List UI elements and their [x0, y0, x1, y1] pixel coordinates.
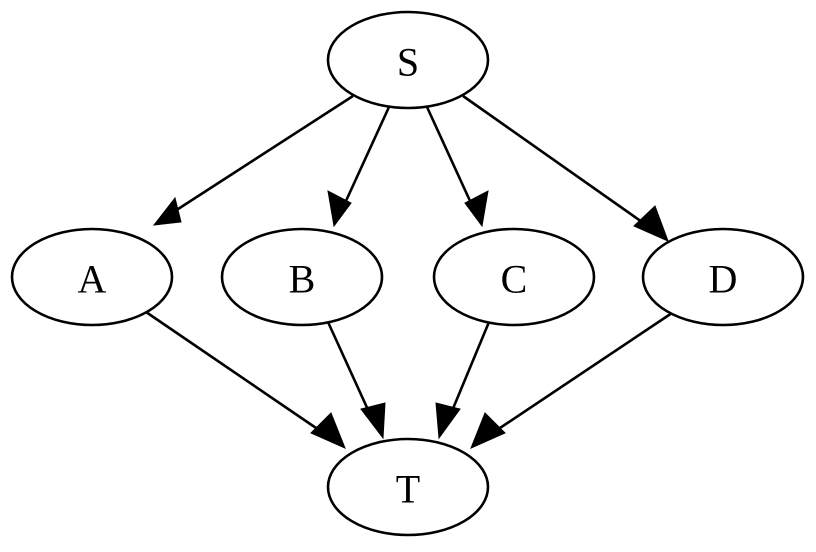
node-d-label: D — [709, 257, 738, 302]
edge-s-to-c[interactable] — [425, 106, 489, 228]
edge-s-to-b-arrowhead — [327, 190, 352, 228]
node-t[interactable]: T — [326, 437, 490, 537]
edge-s-to-a[interactable] — [152, 94, 354, 226]
node-s-label: S — [397, 40, 419, 85]
edge-b-to-t-line — [326, 321, 376, 424]
node-a-label: A — [78, 257, 107, 302]
node-d[interactable]: D — [641, 227, 805, 327]
edge-a-to-t-arrowhead — [310, 412, 346, 449]
edge-s-to-b-line — [338, 106, 391, 215]
node-d-ellipse[interactable] — [641, 227, 805, 327]
node-c-ellipse[interactable] — [432, 227, 596, 327]
node-s[interactable]: S — [326, 10, 490, 110]
edge-s-to-c-arrowhead — [464, 190, 489, 228]
edge-b-to-t[interactable] — [326, 321, 386, 440]
edge-b-to-t-arrowhead — [360, 402, 386, 440]
edge-c-to-t-arrowhead — [435, 402, 461, 440]
node-c-label: C — [501, 257, 528, 302]
edge-a-to-t-line — [145, 310, 320, 432]
edge-d-to-t[interactable] — [470, 311, 673, 449]
edges-layer — [145, 94, 673, 449]
edge-s-to-d-line — [462, 94, 643, 224]
node-b-ellipse[interactable] — [220, 227, 384, 327]
node-b[interactable]: B — [220, 227, 384, 327]
edge-s-to-b[interactable] — [327, 106, 391, 228]
node-t-label: T — [396, 467, 420, 512]
node-c[interactable]: C — [432, 227, 596, 327]
edge-s-to-a-arrowhead — [152, 196, 182, 226]
node-a-ellipse[interactable] — [10, 227, 174, 327]
edge-s-to-d-arrowhead — [633, 205, 669, 242]
node-s-ellipse[interactable] — [326, 10, 490, 110]
edge-a-to-t[interactable] — [145, 310, 346, 449]
edge-d-to-t-arrowhead — [470, 412, 506, 449]
node-t-ellipse[interactable] — [326, 437, 490, 537]
edge-c-to-t-line — [445, 321, 491, 424]
edge-d-to-t-line — [496, 311, 673, 432]
edge-c-to-t[interactable] — [435, 321, 491, 440]
node-b-label: B — [289, 257, 316, 302]
nodes-layer: S A B C D T — [10, 10, 805, 537]
edge-s-to-c-line — [425, 106, 478, 215]
node-a[interactable]: A — [10, 227, 174, 327]
edge-s-to-a-line — [157, 94, 354, 224]
edge-s-to-d[interactable] — [462, 94, 669, 242]
